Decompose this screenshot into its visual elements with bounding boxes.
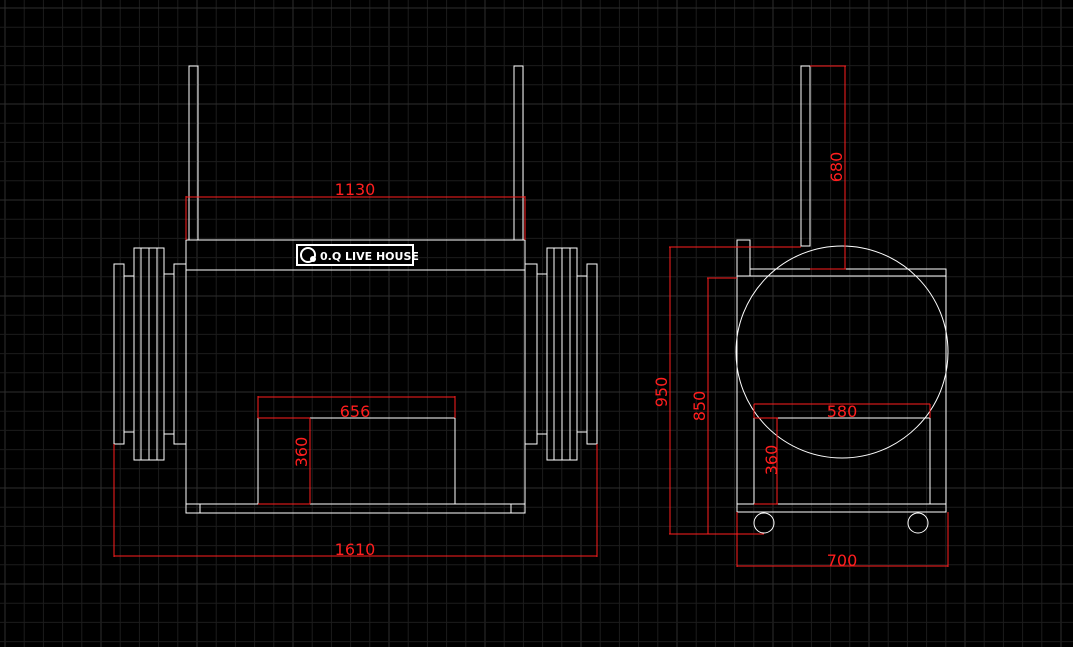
dim-side-body-height: 850 <box>690 391 709 422</box>
dim-front-top-width: 1130 <box>335 180 376 199</box>
side-caster-right <box>907 512 929 534</box>
dim-side-opening-height: 360 <box>762 445 781 476</box>
dim-side-base-width: 700 <box>827 551 858 570</box>
logo-mark-icon <box>300 247 316 263</box>
side-caster-left <box>753 512 775 534</box>
front-right-wheel <box>524 247 598 461</box>
side-dimensions <box>669 65 949 567</box>
dim-front-overall-width: 1610 <box>335 540 376 559</box>
side-lower-frame <box>736 275 947 513</box>
front-opening <box>257 417 456 505</box>
dim-side-opening-width: 580 <box>827 402 858 421</box>
side-opening <box>753 417 931 505</box>
dim-front-opening-width: 656 <box>340 402 371 421</box>
front-view <box>113 65 598 514</box>
logo-text: 0.Q LIVE HOUSE <box>320 250 419 263</box>
dim-side-total-height: 950 <box>652 377 671 408</box>
dim-front-opening-height: 360 <box>292 437 311 468</box>
side-handle <box>800 65 811 247</box>
front-dimensions <box>113 196 598 557</box>
brand-logo: 0.Q LIVE HOUSE <box>296 244 419 266</box>
side-drum-circle <box>735 245 949 459</box>
front-left-wheel <box>113 247 187 461</box>
dim-side-handle-height: 680 <box>827 152 846 183</box>
side-view <box>735 65 949 534</box>
